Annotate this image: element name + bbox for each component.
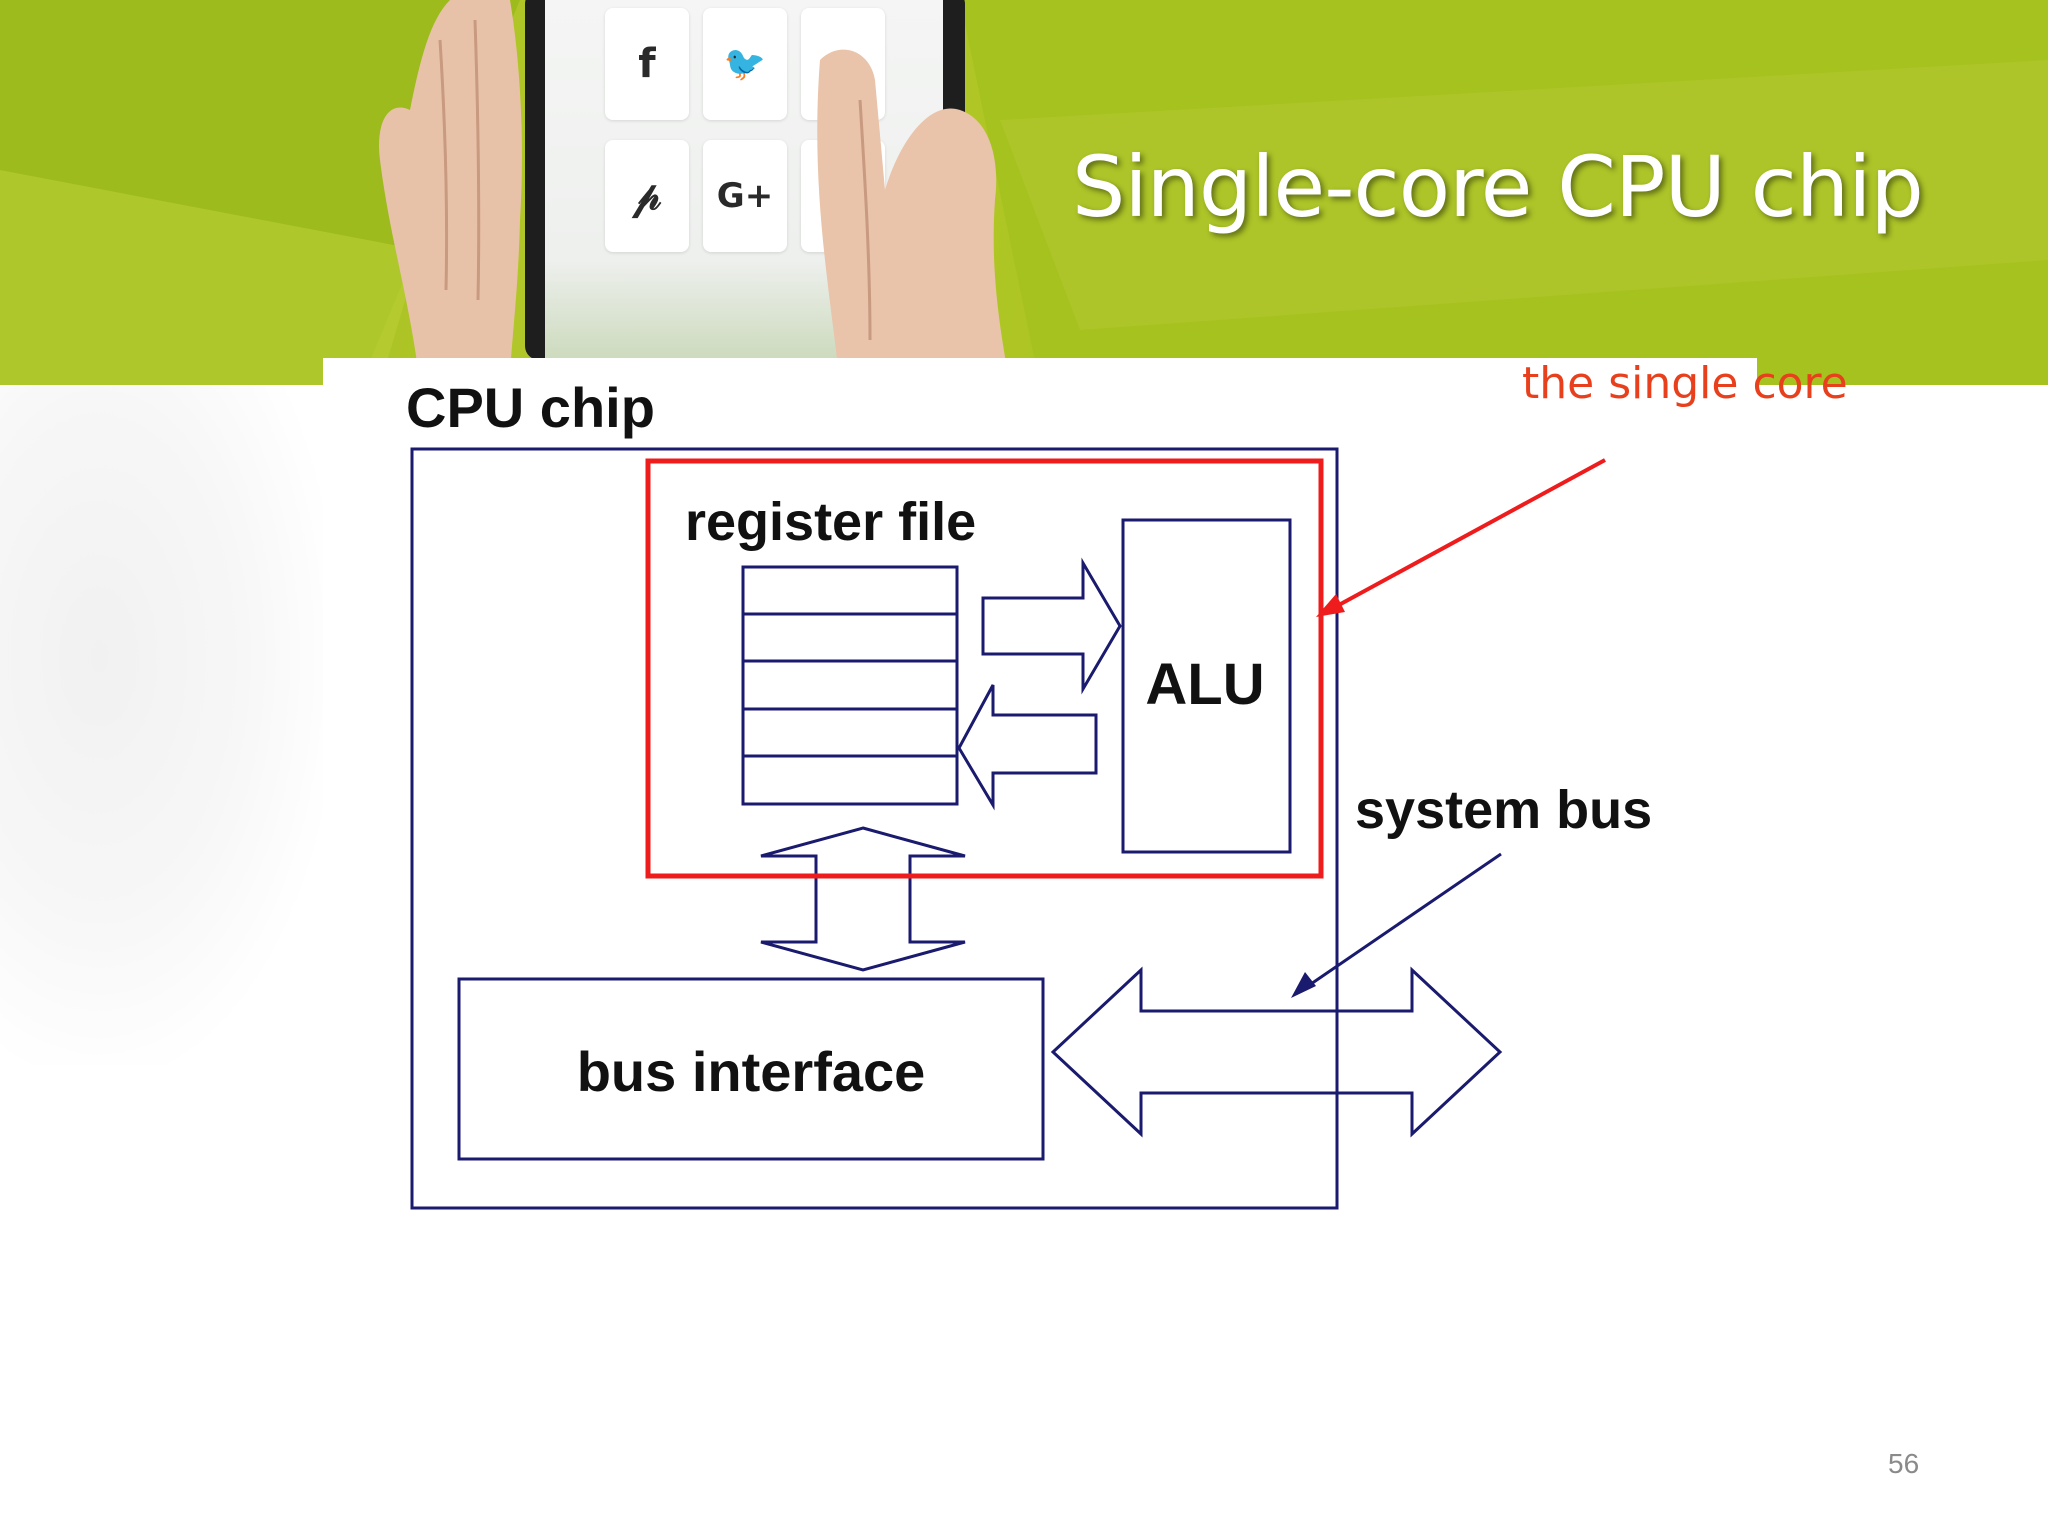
google-plus-icon: G+ [703,140,787,252]
alu-label: ALU [1145,652,1264,717]
register-bus-double-arrow [760,826,966,972]
right-hand-image [817,49,1010,385]
single-core-label: the single core [1522,358,1848,409]
single-core-pointer-head [1316,594,1345,617]
cpu-chip-label: CPU chip [406,376,655,439]
system-bus-pointer [1307,852,1502,988]
register-file-table [741,565,959,806]
twitter-icon: 🐦 [703,8,787,120]
slide-title: Single-core CPU chip [1072,138,1924,236]
cpu-chip-diagram: CPU chip register file ALU bus interface… [323,358,1757,1218]
single-core-pointer [1336,458,1606,608]
page-number: 56 [1888,1448,1920,1479]
register-file-label: register file [685,492,976,552]
alu-box [1121,518,1292,854]
system-bus-arrow [1050,966,1503,1138]
system-bus-pointer-head [1291,972,1316,998]
facebook-icon: f [605,8,689,120]
left-hand-image [379,0,522,385]
background-fade [0,385,330,1065]
bus-interface-box [457,977,1045,1161]
cpu-chip-box [410,447,1339,1210]
header-banner: f 🐦 ◎ 𝓅 G+ V Single-core CPU chip [0,0,2048,385]
banner-background-shapes [0,0,2048,385]
arrow-to-alu [981,557,1122,695]
single-core-box [645,458,1324,879]
tablet-device: f 🐦 ◎ 𝓅 G+ V [525,0,965,370]
arrow-to-register-file [957,684,1098,811]
pinterest-icon: 𝓅 [605,140,689,252]
bus-interface-label: bus interface [577,1040,926,1103]
system-bus-label: system bus [1355,780,1652,840]
